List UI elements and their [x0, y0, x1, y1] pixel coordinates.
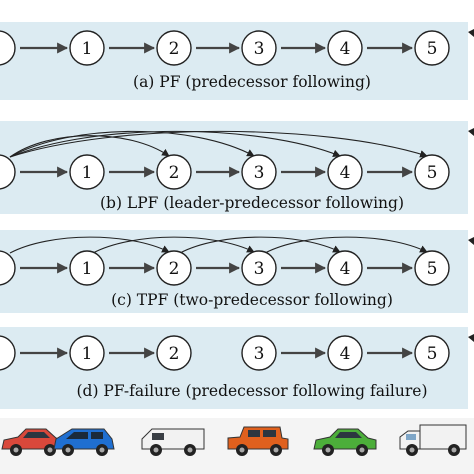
curved-edge-2-4 — [179, 236, 341, 254]
node-label: 2 — [169, 39, 180, 59]
sedan-icon — [313, 428, 377, 456]
vehicle-node-5: 5 — [414, 250, 450, 286]
node-circle — [414, 335, 450, 371]
node-label: 3 — [254, 39, 265, 59]
truck-icon — [399, 424, 467, 456]
vehicle-node-1: 1 — [69, 30, 105, 66]
vehicle-node-1: 1 — [69, 250, 105, 286]
node-circle — [241, 30, 277, 66]
panel-caption: (d) PF-failure (predecessor following fa… — [76, 382, 427, 400]
vehicle-node-4: 4 — [327, 30, 363, 66]
curved-edge-0-2 — [9, 236, 170, 254]
node-circle — [0, 335, 16, 371]
node-label: 2 — [169, 259, 180, 279]
node-circle — [414, 30, 450, 66]
vehicle-node-5: 5 — [414, 335, 450, 371]
vehicle-node-4: 4 — [327, 250, 363, 286]
node-circle — [327, 335, 363, 371]
node-label: 3 — [254, 163, 265, 183]
vehicle-node-2: 2 — [156, 335, 192, 371]
node-circle — [241, 250, 277, 286]
vehicle-node-3: 3 — [241, 30, 277, 66]
panel-pf: 1 2 3 4 5 (a) PF (predecessor following) — [0, 22, 474, 100]
node-label: 4 — [340, 344, 351, 364]
vehicle-node-1: 1 — [69, 154, 105, 190]
vehicle-node-4: 4 — [327, 335, 363, 371]
node-label: 3 — [254, 259, 265, 279]
vehicle-node-3: 3 — [241, 335, 277, 371]
cropped-marker — [468, 334, 474, 342]
node-label: 2 — [169, 163, 180, 183]
panel-caption: (a) PF (predecessor following) — [133, 73, 371, 91]
vehicle-node-3: 3 — [241, 250, 277, 286]
node-circle — [327, 154, 363, 190]
node-label: 5 — [427, 259, 438, 279]
curved-edge-0-2 — [9, 135, 170, 158]
node-label: 5 — [427, 344, 438, 364]
node-circle — [327, 30, 363, 66]
node-label: 1 — [82, 344, 93, 364]
van-icon — [141, 428, 205, 456]
curved-edge-0-5 — [9, 130, 428, 158]
node-circle — [69, 335, 105, 371]
node-circle — [241, 335, 277, 371]
node-circle — [69, 30, 105, 66]
node-circle — [0, 154, 16, 190]
curved-edge-0-3 — [9, 130, 255, 158]
leader-node — [0, 250, 16, 286]
leader-node — [0, 335, 16, 371]
node-circle — [327, 250, 363, 286]
node-label: 5 — [427, 163, 438, 183]
panel-caption: (b) LPF (leader-predecessor following) — [100, 194, 404, 212]
node-label: 2 — [169, 344, 180, 364]
node-label: 4 — [340, 259, 351, 279]
vehicle-node-5: 5 — [414, 154, 450, 190]
node-circle — [414, 154, 450, 190]
node-circle — [69, 250, 105, 286]
curved-edge-1-3 — [92, 236, 255, 254]
leader-node — [0, 30, 16, 66]
node-circle — [241, 154, 277, 190]
node-circle — [156, 335, 192, 371]
node-circle — [156, 154, 192, 190]
jeep-icon — [227, 426, 289, 456]
vehicle-node-1: 1 — [69, 335, 105, 371]
suv-icon — [53, 428, 115, 456]
vehicle-node-5: 5 — [414, 30, 450, 66]
vehicle-strip — [0, 418, 474, 474]
node-label: 1 — [82, 259, 93, 279]
vehicle-node-3: 3 — [241, 154, 277, 190]
node-circle — [0, 30, 16, 66]
node-circle — [0, 250, 16, 286]
node-circle — [69, 154, 105, 190]
curved-edge-0-4 — [9, 130, 341, 158]
curved-edge-3-5 — [264, 236, 428, 254]
node-circle — [156, 30, 192, 66]
panel-caption: (c) TPF (two-predecessor following) — [111, 291, 393, 309]
node-label: 5 — [427, 39, 438, 59]
cropped-marker — [468, 237, 474, 245]
panel-lpf: 1 2 3 4 5 (b) LPF (leader-predecessor followi… — [0, 121, 474, 214]
vehicle-node-2: 2 — [156, 30, 192, 66]
panels-layer: 1 2 3 4 5 (a) PF (predecessor following) 1 2 3 4 5… — [0, 22, 474, 409]
cropped-marker — [468, 128, 474, 136]
node-label: 3 — [254, 344, 265, 364]
node-label: 1 — [82, 39, 93, 59]
leader-node — [0, 154, 16, 190]
vehicle-node-2: 2 — [156, 250, 192, 286]
node-circle — [414, 250, 450, 286]
node-label: 4 — [340, 163, 351, 183]
node-circle — [156, 250, 192, 286]
node-label: 1 — [82, 163, 93, 183]
panel-tpf: 1 2 3 4 5 (c) TPF (two-predecessor following) — [0, 230, 474, 313]
vehicle-node-4: 4 — [327, 154, 363, 190]
vehicle-node-2: 2 — [156, 154, 192, 190]
cropped-marker — [468, 29, 474, 37]
node-label: 4 — [340, 39, 351, 59]
panel-pf-failure: 1 2 3 4 5(d) PF-failure (predecessor followi… — [0, 327, 474, 409]
